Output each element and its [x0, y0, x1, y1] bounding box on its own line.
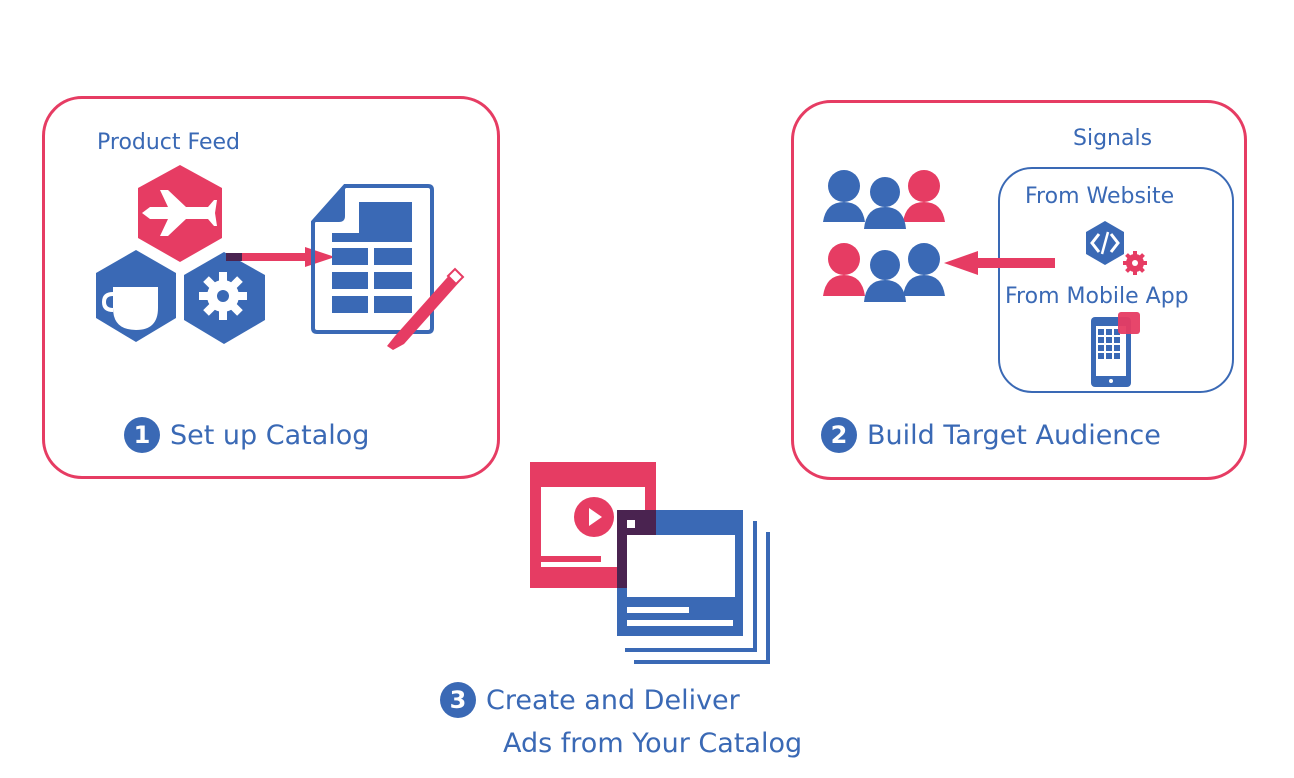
arrow-to-audience [944, 251, 1055, 275]
gear-icon [184, 252, 265, 344]
small-gear-icon [1123, 251, 1147, 275]
coffee-cup-icon [96, 250, 176, 342]
step-3-label: 3 Create and Deliver [440, 682, 740, 718]
airplane-icon [138, 165, 222, 262]
step-1-number-badge: 1 [124, 417, 160, 453]
signals-box [998, 167, 1234, 393]
code-icon [1086, 221, 1124, 265]
signals-label: Signals [1073, 126, 1153, 151]
mobile-phone-icon [1091, 312, 1140, 387]
pen-icon [387, 267, 465, 350]
step-1-label: 1 Set up Catalog [124, 417, 369, 453]
step-2-panel [791, 100, 1247, 480]
step-3-number-badge: 3 [440, 682, 476, 718]
step-2-label: 2 Build Target Audience [821, 417, 1161, 453]
product-feed-label: Product Feed [97, 130, 241, 155]
spreadsheet-icon [311, 184, 434, 334]
step-3-title-line2: Ads from Your Catalog [503, 728, 803, 759]
people-group-bottom-icon [823, 243, 945, 302]
step-3-title-line1: Create and Deliver [486, 684, 740, 716]
step-2-number-badge: 2 [821, 417, 857, 453]
step-2-title: Build Target Audience [867, 419, 1161, 451]
from-mobile-app-label: From Mobile App [1005, 284, 1189, 309]
people-group-top-icon [823, 170, 945, 229]
from-website-label: From Website [1025, 184, 1175, 209]
step-1-title: Set up Catalog [170, 419, 370, 451]
stacked-ads-icon [617, 510, 770, 664]
